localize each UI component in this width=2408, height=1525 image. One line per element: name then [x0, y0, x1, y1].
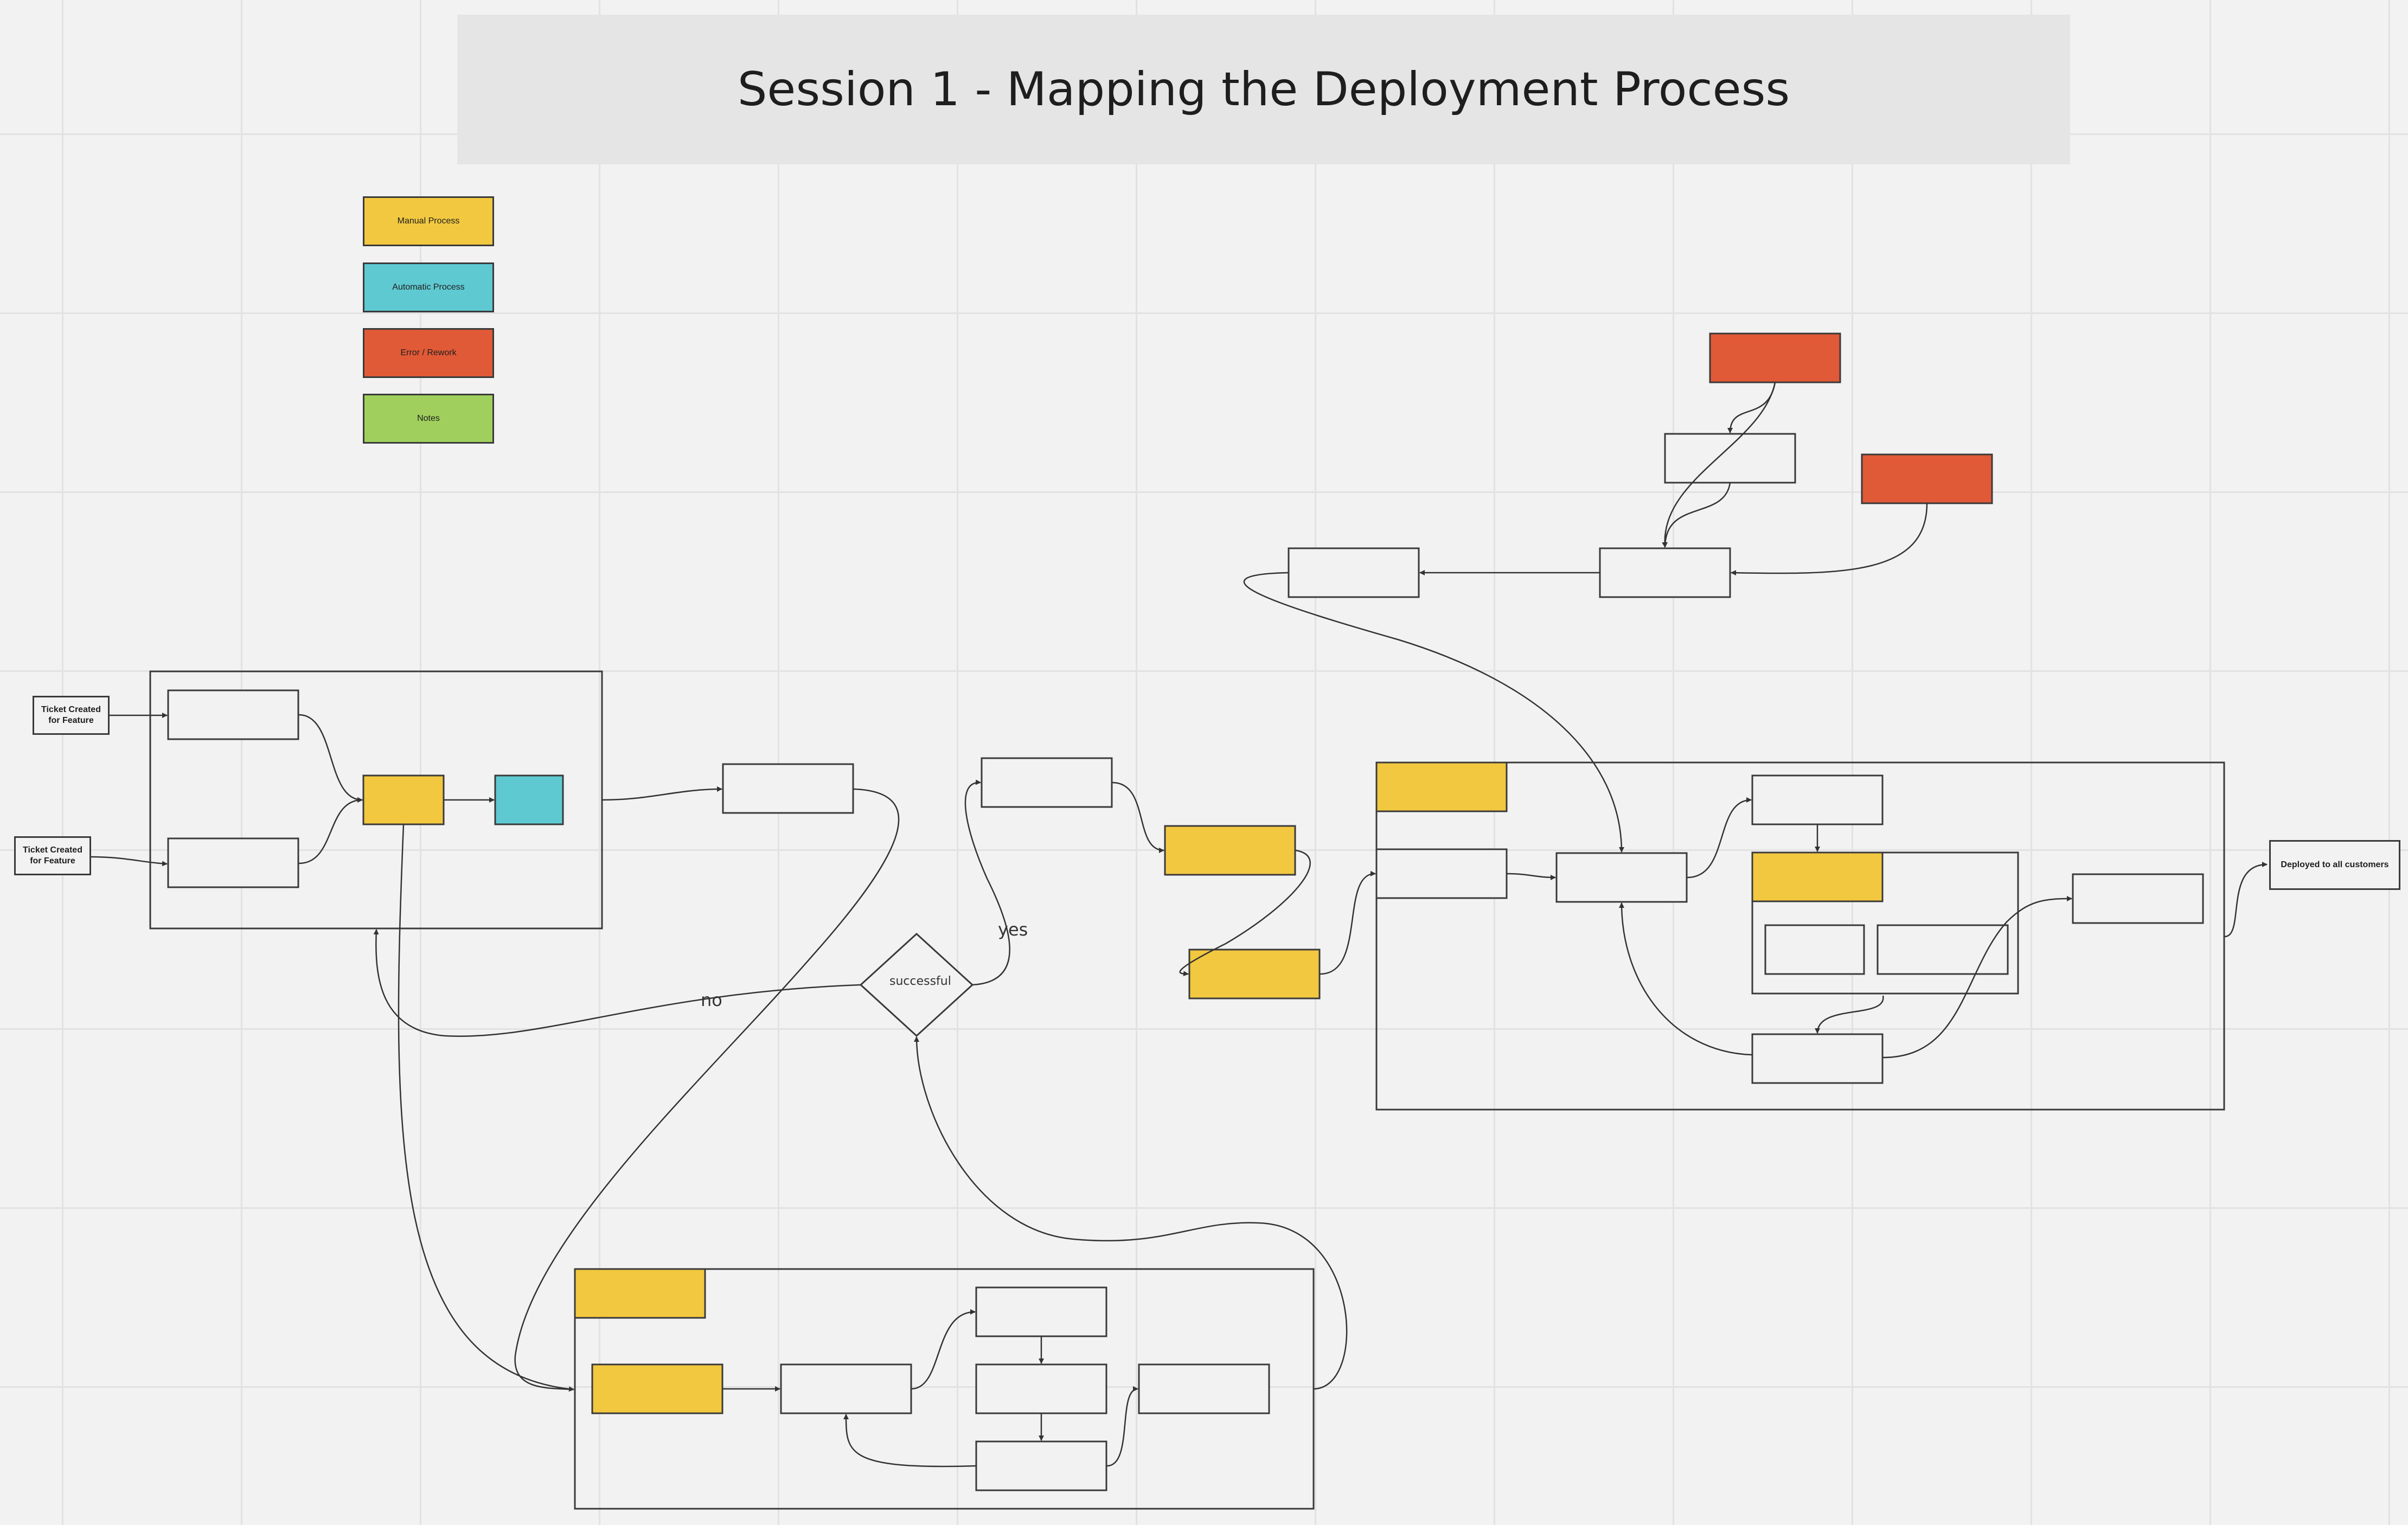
connector [911, 1309, 976, 1390]
manual-process-box [1164, 825, 1296, 876]
manual-process-box [1375, 761, 1508, 812]
connector [298, 714, 363, 803]
decision-diamond [859, 932, 974, 1037]
connector [843, 1414, 977, 1468]
process-box [1877, 924, 2009, 975]
manual-process-box [574, 1268, 706, 1319]
automatic-process-box [494, 774, 564, 825]
group-frame-deploy [1375, 761, 2225, 1111]
connector [373, 929, 861, 1037]
connector [514, 788, 900, 1391]
legend-automatic-process: Automatic Process [363, 262, 494, 312]
decision-label: successful [889, 975, 951, 988]
process-box [1375, 848, 1508, 899]
start-node-ticket-created: Ticket Created for Feature [14, 836, 91, 875]
manual-process-box [591, 1363, 723, 1414]
connector [1662, 482, 1731, 548]
process-box [2072, 873, 2204, 924]
connector [1727, 382, 1776, 433]
edge-label-yes: yes [998, 919, 1028, 940]
connector [1687, 797, 1752, 879]
page-title: Session 1 - Mapping the Deployment Proce… [737, 62, 1790, 117]
error-rework-box [1709, 332, 1841, 383]
connector [1506, 873, 1556, 880]
process-box [1555, 852, 1688, 903]
error-rework-box [1861, 453, 1993, 504]
connector [398, 824, 574, 1392]
process-box [1751, 1033, 1884, 1084]
connector [1106, 1386, 1138, 1467]
process-box [780, 1363, 912, 1414]
start-node-ticket-created: Ticket Created for Feature [33, 696, 110, 735]
manual-process-box [1188, 949, 1321, 999]
connector [601, 786, 722, 801]
process-box [981, 757, 1113, 808]
manual-process-box [362, 774, 445, 825]
connector [2224, 862, 2268, 938]
connector [964, 779, 1010, 986]
process-box [167, 689, 299, 740]
legend-manual-process: Manual Process [363, 196, 494, 246]
connector [1882, 896, 2072, 1059]
process-box [1138, 1363, 1270, 1414]
connector [298, 797, 363, 864]
connector [1243, 572, 1624, 853]
connector [1320, 870, 1376, 975]
connector [1731, 503, 1928, 576]
process-box [1599, 547, 1731, 598]
connector [1619, 902, 1753, 1056]
edge-label-no: no [701, 990, 722, 1010]
process-box [975, 1363, 1107, 1414]
connector [914, 1036, 1348, 1390]
process-box [975, 1440, 1107, 1491]
process-box [1288, 547, 1420, 598]
title-banner: Session 1 - Mapping the Deployment Proce… [457, 15, 2070, 164]
process-box [167, 837, 299, 888]
process-box [1664, 433, 1796, 484]
connector [1662, 382, 1776, 548]
connector [1815, 995, 1884, 1034]
legend-error-rework: Error / Rework [363, 328, 494, 378]
process-box [1751, 774, 1884, 825]
process-box [722, 763, 854, 814]
manual-process-box [1751, 851, 1884, 902]
connector [1179, 849, 1311, 977]
end-node-deployed: Deployed to all customers [2269, 840, 2400, 890]
legend-notes: Notes [363, 394, 494, 444]
process-box [1764, 924, 1865, 975]
connector [1112, 781, 1164, 853]
group-frame-test-inner [1751, 851, 2019, 995]
process-box [975, 1286, 1107, 1337]
connector [91, 856, 168, 867]
